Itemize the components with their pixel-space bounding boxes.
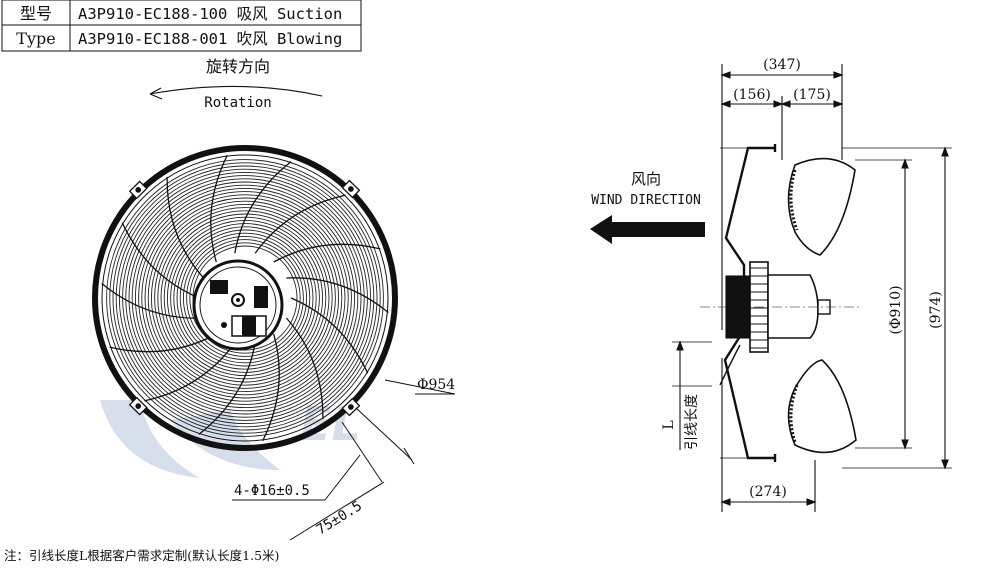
guard-strut [101,282,204,319]
guard-ring-wire [182,235,308,361]
rotation-label-en: Rotation [204,95,271,111]
guard-ring-wire [118,171,372,425]
guard-ring-wire [141,194,349,402]
model-row2-value: A3P910-EC188-001 吹风 Blowing [78,30,342,48]
guard-strut [286,277,389,314]
guard-strut [273,243,381,263]
mounting-tabs [128,179,361,417]
guard-ring-wire [106,159,384,437]
wind-arrow-icon [590,215,705,244]
guard-ring-wire [138,191,352,405]
mounting-tab [341,397,361,417]
guard-ring-wire [112,165,378,431]
mounting-tab [128,396,148,416]
side-dim-left: (156) [733,87,771,103]
rotation-arrow-icon [149,85,323,97]
guard-strut [290,297,369,374]
guard-ring-wire [157,210,333,386]
guard-ring-wire [144,197,346,399]
side-dim-total-depth: (347) [763,57,801,73]
guard-strut [144,342,236,402]
guard-strut [285,317,324,420]
guard-strut [121,222,200,299]
mounting-tab [341,179,361,199]
guard-strut [166,176,205,279]
guard-strut [254,194,346,254]
guard-ring-wire [131,184,359,412]
side-dim-right: (175) [793,87,831,103]
model-row1-label: 型号 [20,4,52,23]
side-dim-bottom: (274) [749,484,787,500]
front-holes-label: 4-Φ16±0.5 [234,483,310,499]
rotation-label-cn: 旋转方向 [206,57,270,76]
guard-strut [210,154,228,263]
guard-ring-wire [134,187,356,409]
front-slot-label: 75±0.5 [314,498,365,538]
guard-ring-wire [125,178,365,418]
mounting-tab [128,180,148,200]
guard-ring-wire [128,181,362,415]
model-row2-label: Type [16,29,55,48]
side-view [672,64,952,512]
guard-ring-wire [186,239,304,357]
guard-strut [109,333,217,353]
front-view: EL Φ954 4-Φ16±0.5 75±0.5 [92,145,455,541]
guard-ring-wire [173,226,317,370]
guard-ring-wire [163,216,327,380]
side-dim-overall-height: (974) [928,291,944,329]
guard-ring-wire [192,245,298,351]
guard-ring-wire [176,229,314,367]
model-table [1,0,362,52]
guard-ring-wire [115,168,375,428]
guard-ring-wire [189,242,301,354]
rotation-arrowhead-icon [149,87,163,100]
model-row1-value: A3P910-EC188-100 吸风 Suction [78,5,342,23]
guard-rings [106,159,384,437]
wind-label-cn: 风向 [631,170,661,188]
guard-strut [198,342,256,435]
guard-ring-wire [170,223,320,373]
guard-strut [262,333,280,442]
guard-ring-wire [109,162,381,434]
side-lead-label: L [661,420,677,429]
front-dia-outer-label: Φ954 [417,377,455,393]
footnote: 注：引线长度L根据客户需求定制(默认长度1.5米) [4,548,279,563]
guard-strut [234,161,292,254]
guard-ring-wire [179,232,311,364]
guard-ring-wire [147,200,343,396]
guard-ring-wire [154,207,336,389]
side-dim-blade-dia: (Φ910) [888,285,904,334]
side-lead-cn: 引线长度 [684,394,700,450]
guard-struts [101,154,389,442]
wind-label-en: WIND DIRECTION [591,193,701,208]
guard-ring-wire [160,213,330,383]
guard-ring-wire [150,203,340,393]
